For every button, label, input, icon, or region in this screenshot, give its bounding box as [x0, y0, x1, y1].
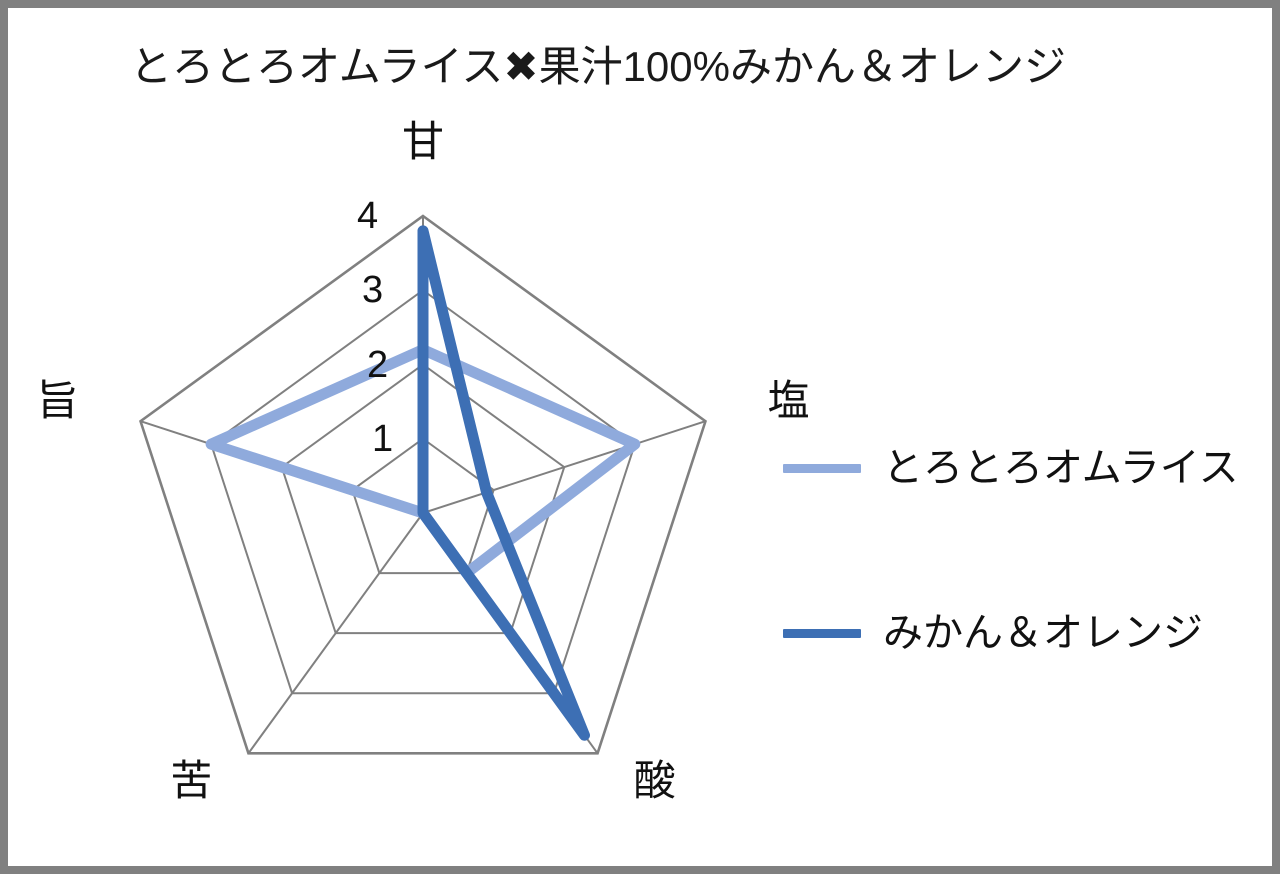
axis-label-1: 塩: [767, 377, 810, 425]
legend-swatch-icon: [783, 463, 861, 473]
radar-series: [205, 225, 641, 741]
radial-tick-4: 4: [357, 195, 379, 237]
legend-item-1[interactable]: みかん＆オレンジ: [783, 613, 1203, 653]
axis-label-3: 苦: [170, 757, 213, 805]
legend-item-label: とろとろオムライス: [883, 446, 1239, 490]
radar-series-1: [417, 225, 590, 741]
legend-item-label: みかん＆オレンジ: [883, 611, 1203, 655]
radial-tick-3: 3: [362, 269, 384, 312]
radial-tick-2: 2: [367, 343, 389, 386]
axis-label-2: 酸: [633, 757, 676, 805]
axis-label-0: 甘: [402, 118, 445, 165]
page-title: とろとろオムライス✖果汁100%みかん＆オレンジ: [130, 43, 1066, 90]
radar-chart-canvas: [139, 214, 707, 755]
radial-tick-1: 1: [372, 417, 394, 460]
axis-label-4: 旨: [36, 377, 79, 425]
legend-item-0[interactable]: とろとろオムライス: [783, 448, 1239, 488]
legend-swatch-icon: [783, 628, 861, 638]
